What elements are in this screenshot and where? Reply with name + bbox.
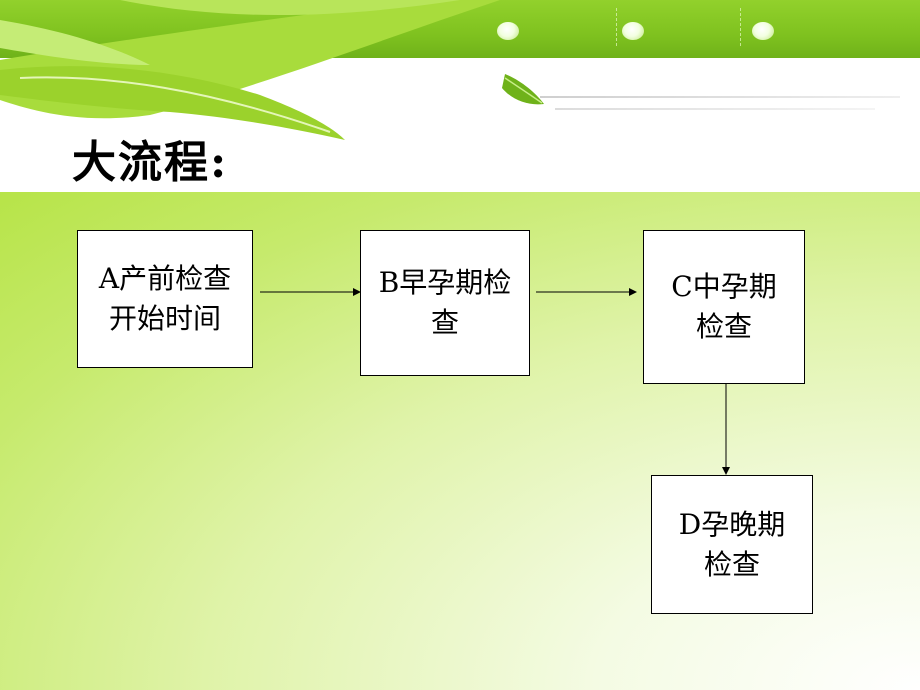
step-b-line2: 查 bbox=[430, 306, 459, 339]
step-a-box: A产前检查 开始时间 bbox=[77, 230, 253, 368]
step-d-line1: D孕晚期 bbox=[678, 507, 786, 541]
slide-header bbox=[0, 0, 920, 192]
step-d-line2: 检查 bbox=[703, 547, 760, 581]
page-title: 大流程: bbox=[72, 137, 229, 188]
divider bbox=[740, 8, 741, 46]
step-b-box: B早孕期检 查 bbox=[360, 230, 530, 376]
dot-icon bbox=[752, 22, 774, 40]
leaf-icon bbox=[0, 66, 345, 140]
step-a-line1: A产前检查 bbox=[98, 262, 232, 295]
step-c-line1: C中孕期 bbox=[671, 270, 777, 303]
step-b-line1: B早孕期检 bbox=[378, 266, 512, 299]
leaf-decoration bbox=[0, 0, 544, 140]
divider bbox=[616, 8, 617, 46]
header-rule bbox=[540, 96, 900, 98]
leaf-icon bbox=[120, 0, 460, 15]
step-d-box: D孕晚期 检查 bbox=[651, 475, 813, 614]
dot-icon bbox=[497, 22, 519, 40]
step-a-line2: 开始时间 bbox=[108, 302, 221, 335]
step-c-line2: 检查 bbox=[695, 310, 752, 343]
header-rule bbox=[555, 108, 875, 110]
step-c-box: C中孕期 检查 bbox=[643, 230, 805, 384]
dot-icon bbox=[622, 22, 644, 40]
leaf-icon bbox=[0, 20, 150, 65]
